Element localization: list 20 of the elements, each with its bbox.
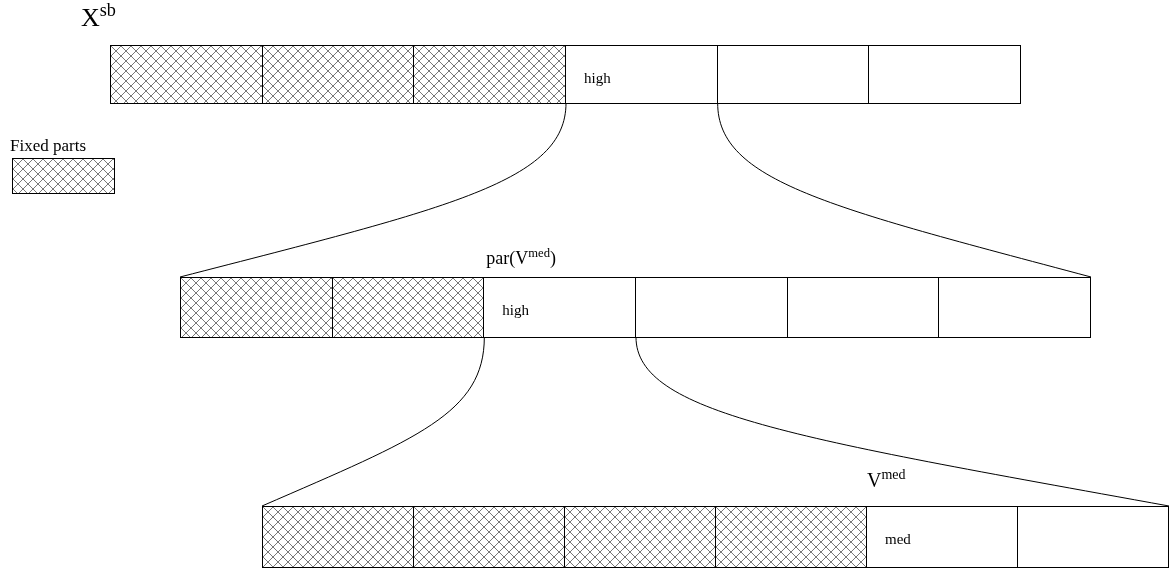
segment-label: med	[885, 531, 911, 548]
hatched-segment	[716, 507, 867, 567]
variable-label: V$^{med}$	[867, 467, 906, 492]
hatched-segment	[262, 46, 415, 103]
zoom-line	[635, 336, 1170, 507]
variable-label: par(V$^{med}$)	[486, 246, 556, 269]
legend-label: Fixed parts	[10, 136, 87, 156]
hatched-segment	[414, 46, 566, 103]
zoom-line	[717, 102, 1092, 278]
hatched-segment	[414, 507, 565, 567]
hatched-segment	[111, 46, 263, 103]
zoom-line	[261, 336, 485, 507]
segment-label: high	[584, 70, 611, 87]
hatched-segment	[181, 278, 333, 337]
segment-label: high	[502, 302, 529, 319]
zoom-line	[179, 102, 567, 278]
hatched-segment	[263, 507, 414, 567]
hatched-segment	[332, 278, 485, 337]
variable-label: X$^{sb}$	[81, 0, 116, 33]
hatched-segment	[565, 507, 716, 567]
